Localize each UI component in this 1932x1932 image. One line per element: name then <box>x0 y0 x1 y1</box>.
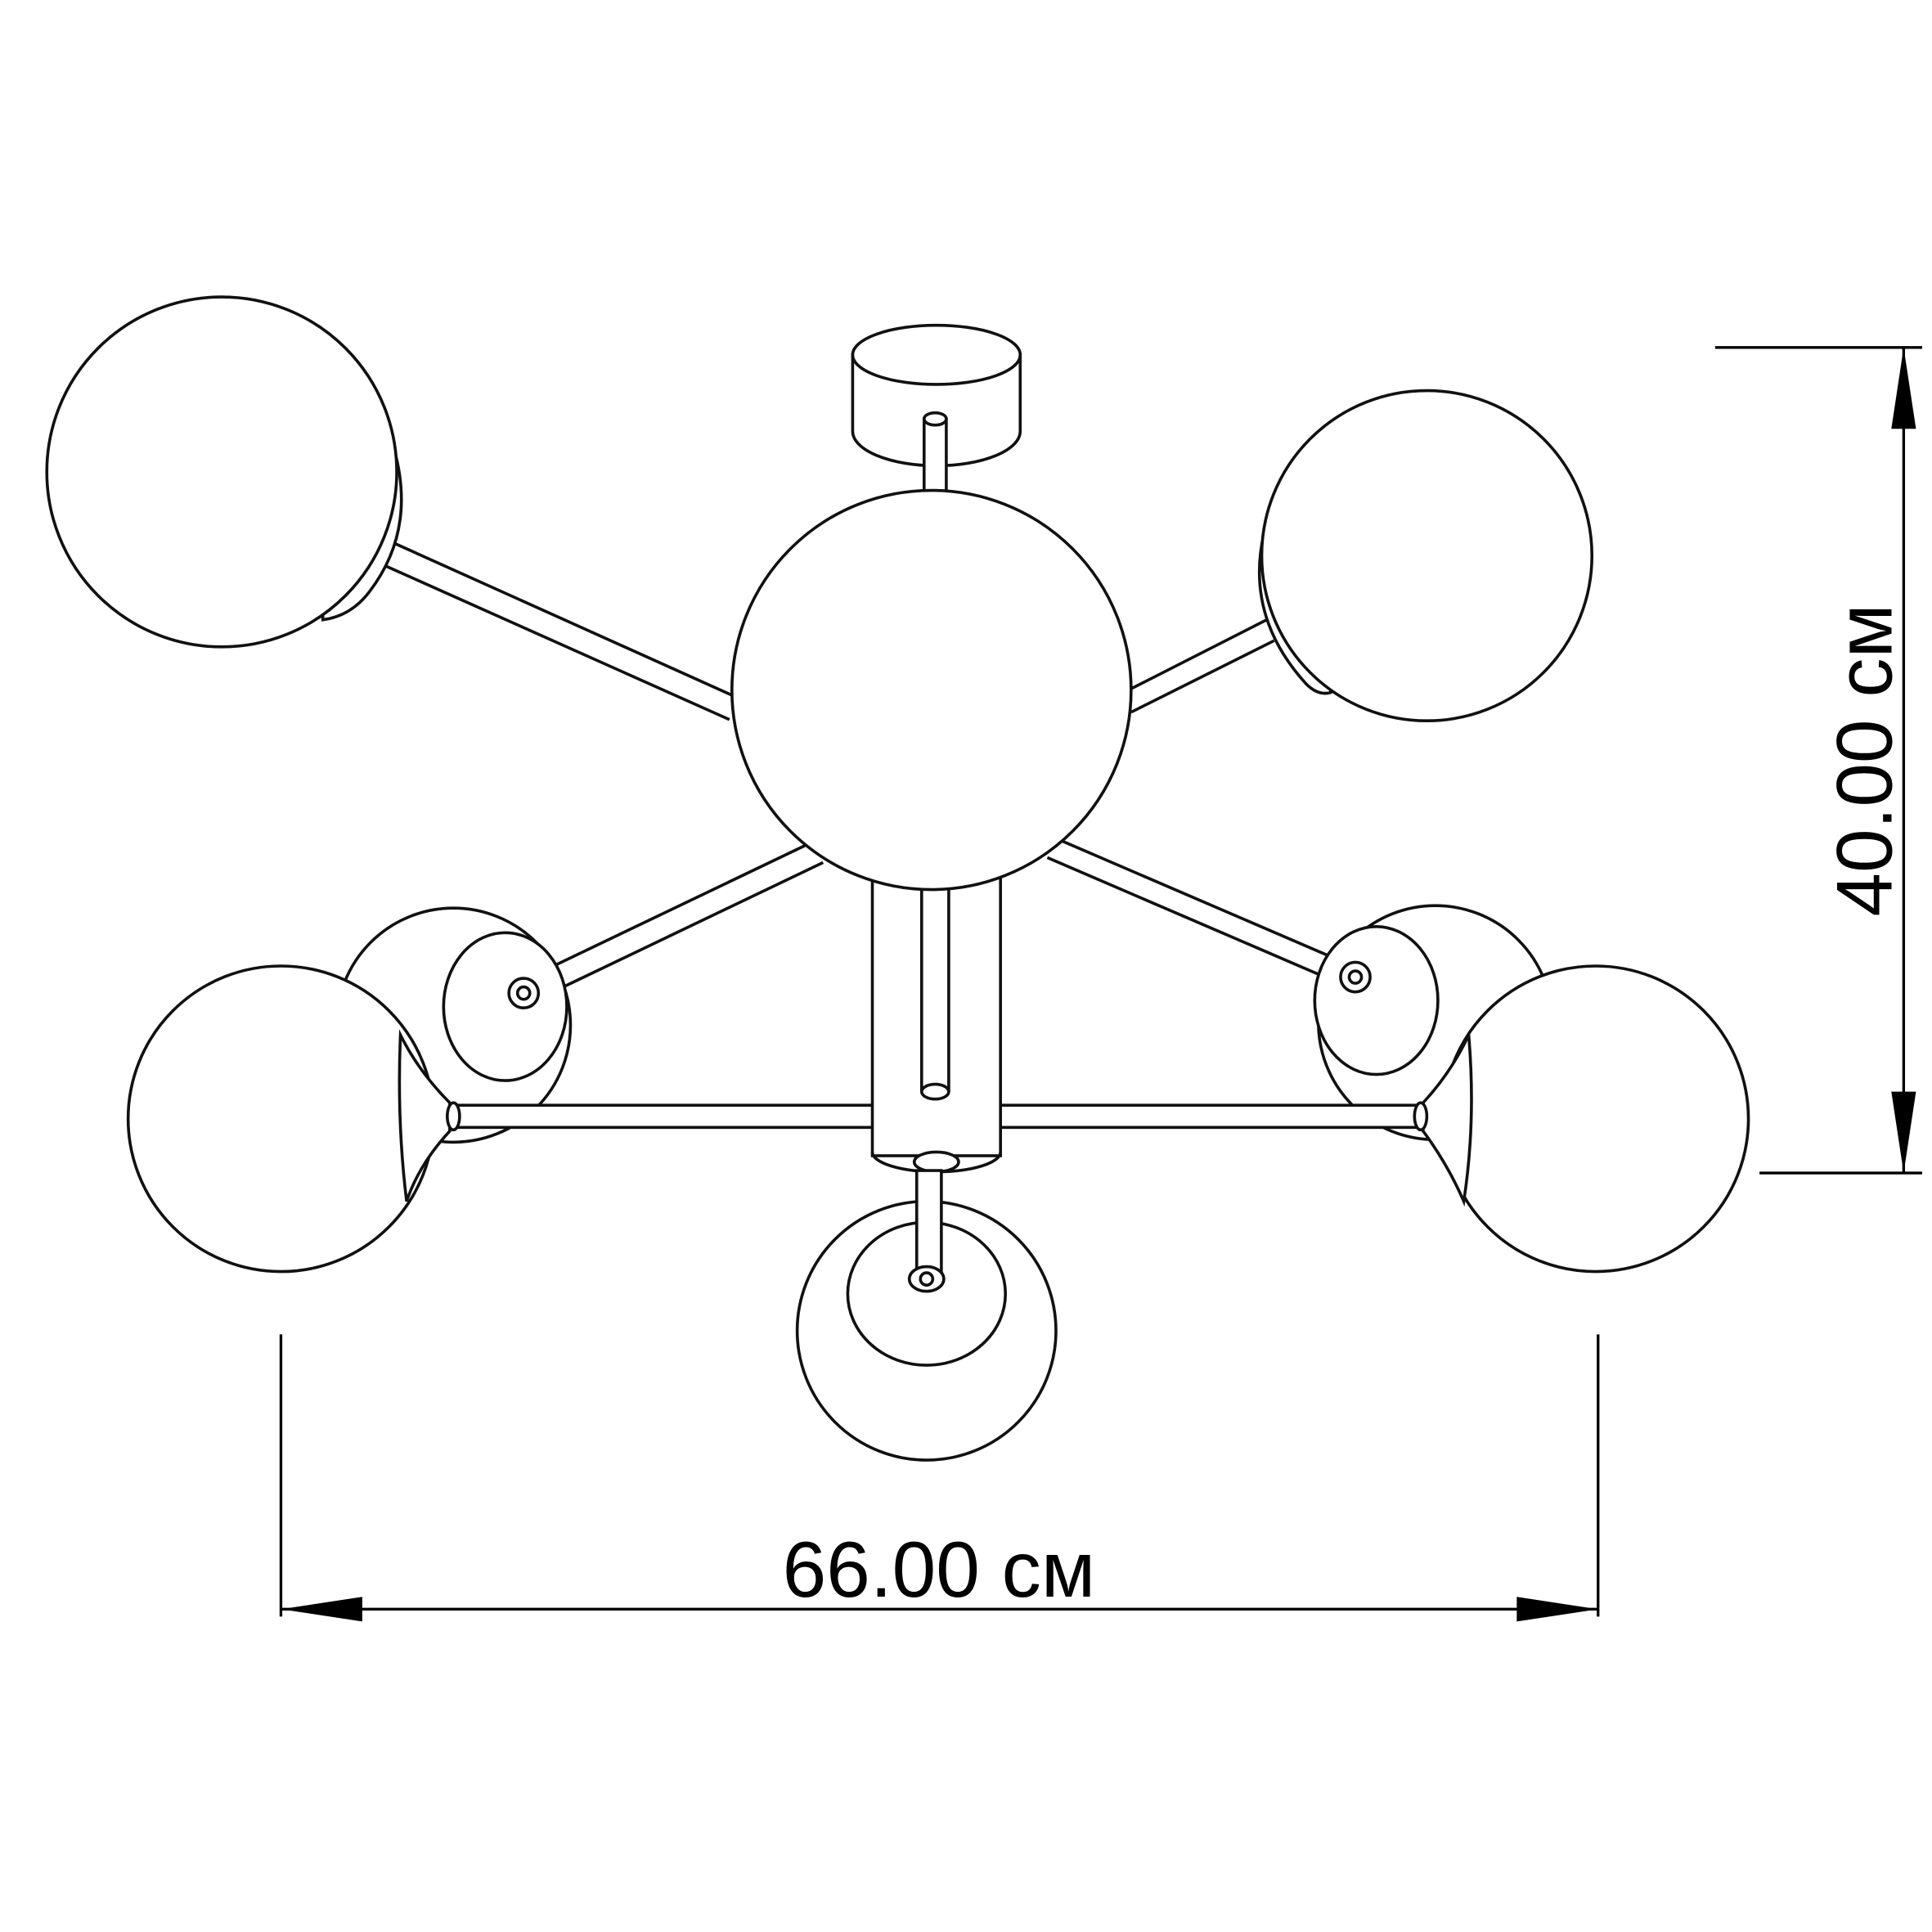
globe-lower-left <box>126 964 461 1274</box>
height-label: 40.00 см <box>1821 604 1908 916</box>
cup-lower-right <box>1313 924 1440 1076</box>
width-dimension <box>279 1334 1600 1622</box>
cup-lower-left <box>442 931 568 1082</box>
globe-upper-right <box>1257 389 1594 723</box>
height-dimension <box>1714 346 1922 1175</box>
arm-upper-right <box>1128 617 1275 714</box>
globe-lower-right <box>1413 964 1750 1274</box>
arm-lower-left <box>516 841 824 1004</box>
globe-center <box>730 488 1133 892</box>
cup-bottom <box>846 1169 1008 1367</box>
ceiling-canopy <box>851 323 1022 507</box>
central-column <box>870 860 1002 1174</box>
width-label: 66.00 см <box>783 1526 1095 1614</box>
globe-upper-left <box>45 295 403 649</box>
arm-upper-left <box>381 541 738 721</box>
arm-lower-right <box>1046 836 1356 989</box>
